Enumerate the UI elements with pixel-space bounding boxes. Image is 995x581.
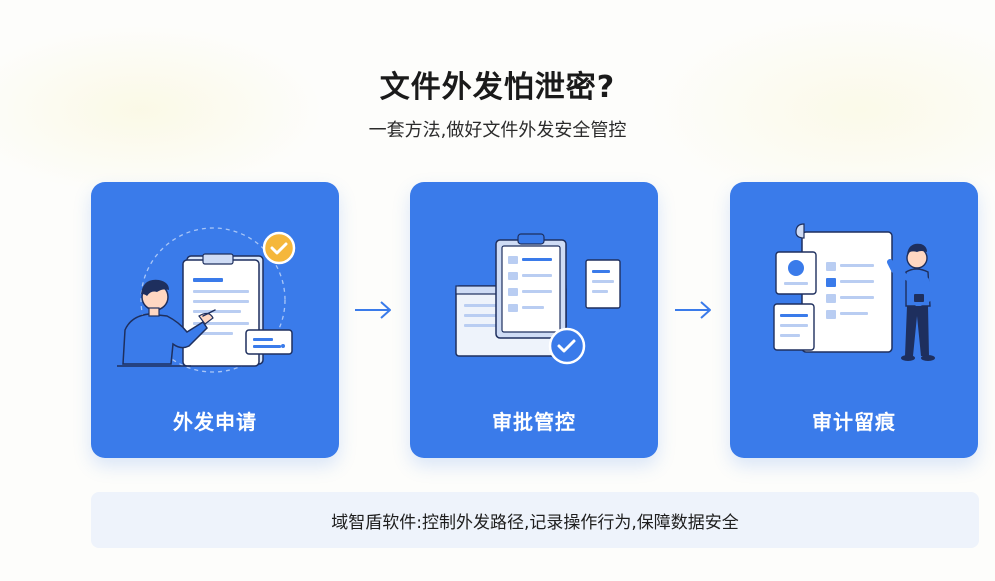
page-subtitle: 一套方法,做好文件外发安全管控 [368, 120, 627, 141]
page-title: 文件外发怕泄密? [379, 70, 616, 105]
step-label-apply: 外发申请 [173, 410, 257, 434]
step-label-audit: 审计留痕 [812, 410, 896, 434]
step-label-approve: 审批管控 [492, 410, 576, 434]
audit-report-person-icon [773, 223, 935, 361]
footer-text: 域智盾软件:控制外发路径,记录操作行为,保障数据安全 [331, 512, 739, 533]
step-card-apply: 外发申请 [91, 182, 339, 458]
person-pointing-document-icon [117, 227, 296, 373]
step-card-audit: 审计留痕 [730, 182, 978, 458]
arrow-right-icon [355, 301, 391, 319]
step-card-approve: 审批管控 [410, 182, 658, 458]
footer-summary: 域智盾软件:控制外发路径,记录操作行为,保障数据安全 [91, 492, 979, 548]
clipboard-approval-icon [455, 233, 621, 365]
arrow-right-icon [675, 301, 711, 319]
